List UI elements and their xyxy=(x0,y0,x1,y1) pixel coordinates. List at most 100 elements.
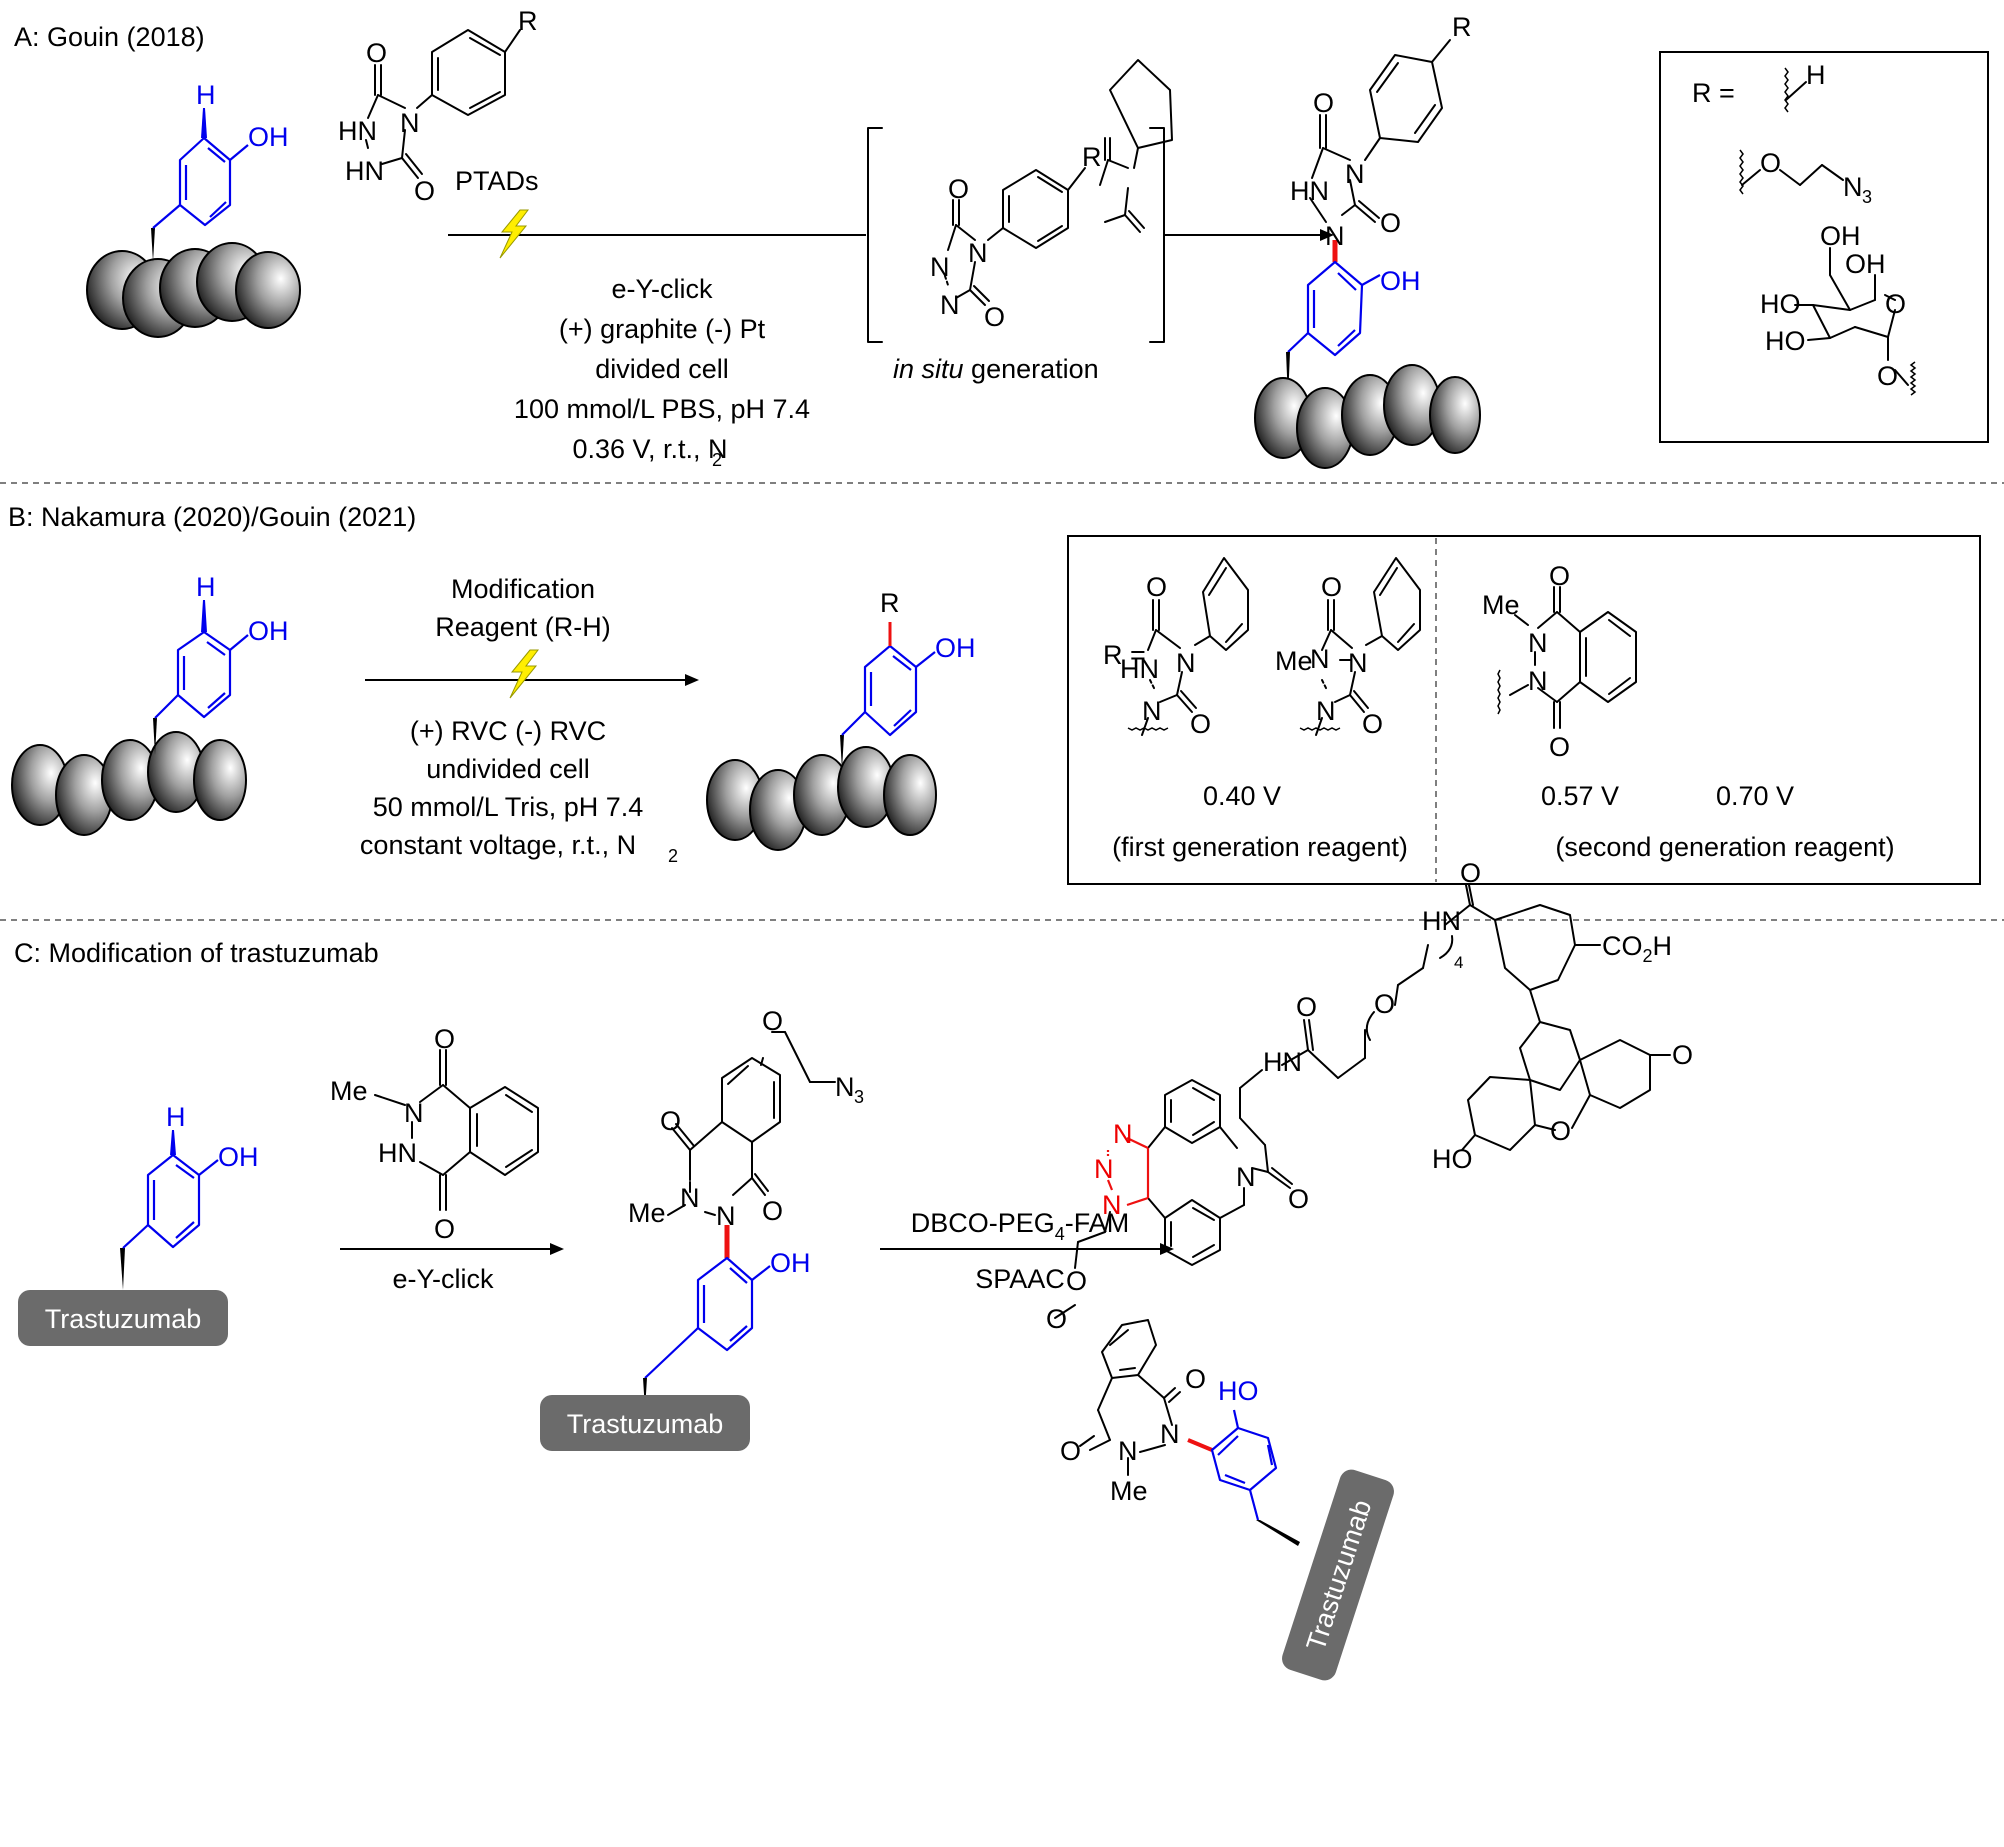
atom-o: O xyxy=(366,38,387,68)
atom-oh: OH xyxy=(770,1248,811,1278)
atom-n-triazole: N xyxy=(1102,1190,1122,1220)
atom-me: Me xyxy=(628,1198,666,1228)
atom-o: O xyxy=(762,1196,783,1226)
section-b-title: B: Nakamura (2020)/Gouin (2021) xyxy=(8,502,416,532)
atom-o: O xyxy=(1362,709,1383,739)
atom-o: O xyxy=(1885,289,1906,319)
atom-oh: OH xyxy=(1820,221,1861,251)
atom-o: O xyxy=(1190,709,1211,739)
atom-hn: HN xyxy=(1290,176,1329,206)
protein-beads-a-start xyxy=(86,242,301,338)
atom-n: N xyxy=(1142,696,1162,726)
ptad-intermediate xyxy=(944,167,1086,306)
atom-o: O xyxy=(762,1006,783,1036)
conditions-b: (+) RVC (-) RVC undivided cell 50 mmol/L… xyxy=(360,716,678,866)
atom-oh: OH xyxy=(935,633,976,663)
atom-ho: HO xyxy=(1432,1144,1473,1174)
trastuzumab-tag: Trastuzumab xyxy=(18,1290,228,1346)
product-a-full xyxy=(1286,39,1451,400)
atom-n: N xyxy=(1345,159,1365,189)
atom-me: Me xyxy=(1482,590,1520,620)
atom-o: O xyxy=(948,174,969,204)
protein-beads-b-start xyxy=(11,731,247,836)
atom-o: O xyxy=(434,1024,455,1054)
atom-me: Me xyxy=(1110,1476,1148,1506)
trastuzumab-tag: Trastuzumab xyxy=(540,1395,750,1451)
step2-condition: SPAAC xyxy=(975,1264,1065,1294)
atom-o: O xyxy=(1549,732,1570,762)
atom-r: R xyxy=(1452,12,1472,42)
atom-o: O xyxy=(1550,1116,1571,1146)
atom-me: Me xyxy=(330,1076,368,1106)
ptad-reagent xyxy=(365,29,521,179)
atom-o: O xyxy=(1460,858,1481,888)
atom-o: O xyxy=(1321,572,1342,602)
condition-line: constant voltage, r.t., N xyxy=(360,830,636,860)
atom-hn: HN xyxy=(1263,1047,1302,1077)
atom-o: O xyxy=(1549,561,1570,591)
atom-n: N xyxy=(400,108,420,138)
atom-ho: HO xyxy=(1218,1376,1259,1406)
reagent-line: Reagent (R-H) xyxy=(435,612,611,642)
atom-n-triazole: N xyxy=(1094,1154,1114,1184)
potential-label: 0.70 V xyxy=(1716,781,1794,811)
atom-o: O xyxy=(1374,989,1395,1019)
r-option-azidoethoxy xyxy=(1739,149,1844,195)
reagent-line: Modification xyxy=(451,574,595,604)
tyrosine-b-product xyxy=(840,622,936,770)
atom-co2h: CO2H xyxy=(1602,931,1672,966)
atom-o: O xyxy=(1288,1184,1309,1214)
dbco-core xyxy=(1074,1079,1293,1269)
atom-hn: HN xyxy=(1422,906,1461,936)
condition-line: e-Y-click xyxy=(611,274,713,304)
peg-repeat-count: 4 xyxy=(1454,953,1463,972)
r-group-box-a xyxy=(1659,51,1989,443)
lightning-icon xyxy=(509,649,539,699)
atom-oh: OH xyxy=(1845,249,1886,279)
arrowhead xyxy=(685,674,699,686)
condition-line: (+) RVC (-) RVC xyxy=(410,716,606,746)
atom-n: N xyxy=(404,1098,424,1128)
atom-o: O xyxy=(414,176,435,206)
r-equals-label: R = xyxy=(1692,78,1735,108)
atom-hn: HN xyxy=(345,156,384,186)
atom-h: H xyxy=(196,572,216,602)
condition-line: 100 mmol/L PBS, pH 7.4 xyxy=(514,394,810,424)
atom-o: O xyxy=(1672,1040,1693,1070)
r-option-mannose xyxy=(1794,247,1917,396)
r-group-box-b xyxy=(1067,535,1981,885)
arrowhead xyxy=(1320,229,1334,241)
atom-o: O xyxy=(1185,1364,1206,1394)
in-situ-note: in situ generation xyxy=(893,354,1099,384)
atom-o: O xyxy=(1313,88,1334,118)
tyrosine-b-start xyxy=(153,600,249,755)
second-gen-label: (second generation reagent) xyxy=(1555,832,1894,862)
tyrosine-a-start xyxy=(151,108,249,262)
potential-label: 0.57 V xyxy=(1541,781,1619,811)
subscript-3: 3 xyxy=(1862,187,1872,207)
intermediate-c xyxy=(643,1031,836,1410)
conditions-a: e-Y-click (+) graphite (-) Pt divided ce… xyxy=(514,274,810,470)
atom-o: O xyxy=(1760,148,1781,178)
atom-o: O xyxy=(1046,1304,1067,1334)
reagent-methyl-urazole xyxy=(1299,557,1421,736)
condition-line: divided cell xyxy=(595,354,729,384)
atom-oh: OH xyxy=(218,1142,259,1172)
protein-beads-b-product xyxy=(706,746,937,851)
atom-n: N xyxy=(1310,644,1330,674)
condition-line: (+) graphite (-) Pt xyxy=(559,314,766,344)
product-r: R xyxy=(880,588,900,618)
phthalazinedione-reagent xyxy=(374,1049,539,1211)
atom-oh-a: OH xyxy=(248,122,289,152)
atom-n3: N xyxy=(835,1072,855,1102)
atom-o: O xyxy=(1380,208,1401,238)
first-gen-label: (first generation reagent) xyxy=(1112,832,1408,862)
reagent-urazole xyxy=(1127,557,1249,736)
subscript-2: 2 xyxy=(712,450,722,470)
section-a-title: A: Gouin (2018) xyxy=(14,22,205,52)
arrowhead xyxy=(1160,1243,1174,1255)
atom-o: O xyxy=(1296,992,1317,1022)
fluorescein xyxy=(1461,904,1671,1151)
atom-r: R xyxy=(1082,142,1102,172)
